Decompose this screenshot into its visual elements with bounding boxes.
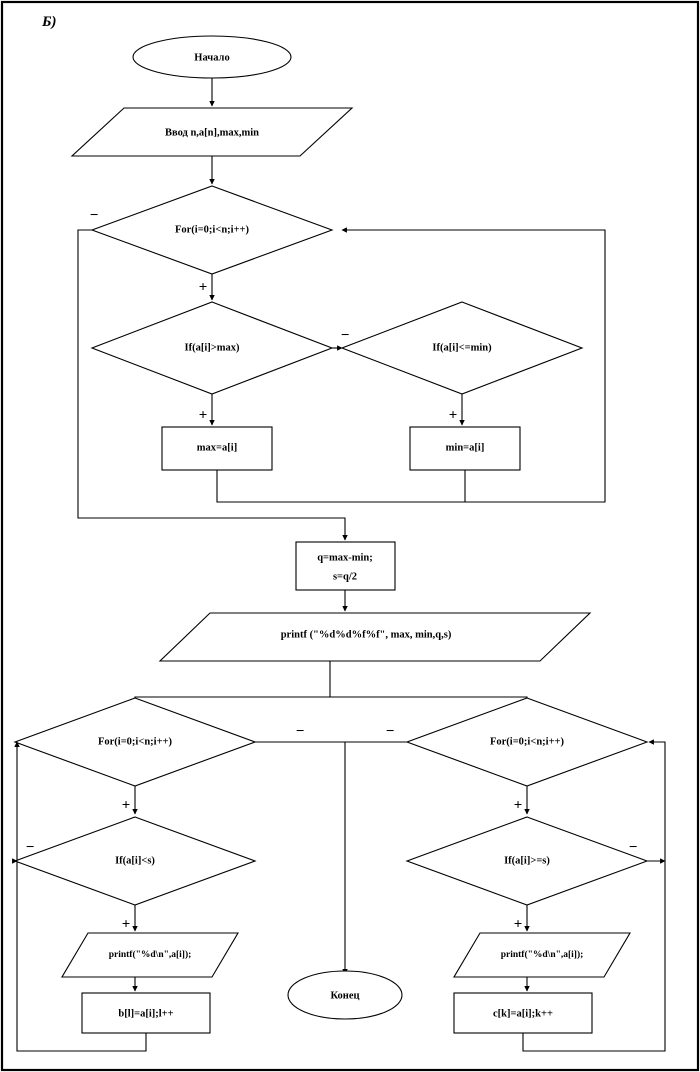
node-if-min-label: If(a[i]<=min) — [432, 342, 492, 353]
edge-set-max-loopback — [216, 227, 606, 503]
node-end — [287, 970, 403, 1020]
node-input — [70, 107, 354, 157]
branch-label-if-max-true: + — [199, 407, 208, 423]
node-store-left-label: b[l]=a[i];l++ — [118, 1008, 173, 1019]
node-set-max — [161, 426, 273, 471]
node-print-all-label: printf ("%d%d%f%f", max, min,q,s) — [281, 629, 452, 640]
node-set-min — [409, 426, 521, 471]
edge-store-right-loopback — [522, 739, 666, 1052]
branch-label-if-ge-s-false: − — [629, 839, 638, 855]
node-if-lt-s-label: If(a[i]<s) — [115, 855, 155, 866]
node-for-main-label: For(i=0;i<n;i++) — [175, 224, 250, 235]
node-set-min-label: min=a[i] — [446, 442, 485, 453]
branch-label-if-lt-s-false: − — [26, 839, 35, 855]
branch-label-if-max-false: − — [341, 327, 350, 343]
branch-label-for-main-true: + — [199, 279, 208, 295]
node-input-label: Ввод n,a[n],max,min — [165, 127, 259, 138]
node-print-right-label: printf("%d\n",a[i]); — [501, 949, 584, 960]
node-print-all — [158, 612, 592, 662]
node-set-max-label: max=a[i] — [197, 442, 237, 453]
node-if-ge-s-label: If(a[i]>=s) — [504, 855, 550, 866]
branch-label-if-lt-s-true: + — [122, 916, 131, 932]
node-for-left-label: For(i=0;i<n;i++) — [98, 736, 173, 747]
node-calc-label-line1: q=max-min; — [317, 552, 373, 563]
node-print-left — [61, 932, 239, 978]
branch-label-if-min-true: + — [449, 407, 458, 423]
node-if-max-label: If(a[i]>max) — [185, 342, 240, 353]
edge-for-main-false-to-calc — [77, 229, 348, 541]
branch-label-for-right-false: − — [386, 723, 395, 739]
edge-store-left-loopback — [14, 741, 147, 1052]
branch-label-for-left-true: + — [122, 797, 131, 813]
node-store-right-label: c[k]=a[i];k++ — [493, 1008, 553, 1019]
branch-label-for-main-false: − — [90, 207, 99, 223]
node-start-label: Начало — [194, 52, 229, 63]
node-calc-label-line2: s=q/2 — [333, 571, 357, 582]
node-end-label: Конец — [330, 990, 359, 1001]
node-store-right — [453, 992, 593, 1034]
node-print-left-label: printf("%d\n",a[i]); — [109, 949, 192, 960]
branch-label-for-right-true: + — [514, 797, 523, 813]
section-label: Б) — [41, 14, 57, 30]
node-for-right-label: For(i=0;i<n;i++) — [490, 736, 565, 747]
branch-label-if-ge-s-true: + — [514, 916, 523, 932]
edge-for-left-false-to-end — [255, 741, 348, 975]
node-calc — [295, 541, 396, 591]
branch-label-for-left-false: − — [296, 723, 305, 739]
node-store-left — [81, 992, 211, 1034]
node-print-right — [453, 932, 631, 978]
